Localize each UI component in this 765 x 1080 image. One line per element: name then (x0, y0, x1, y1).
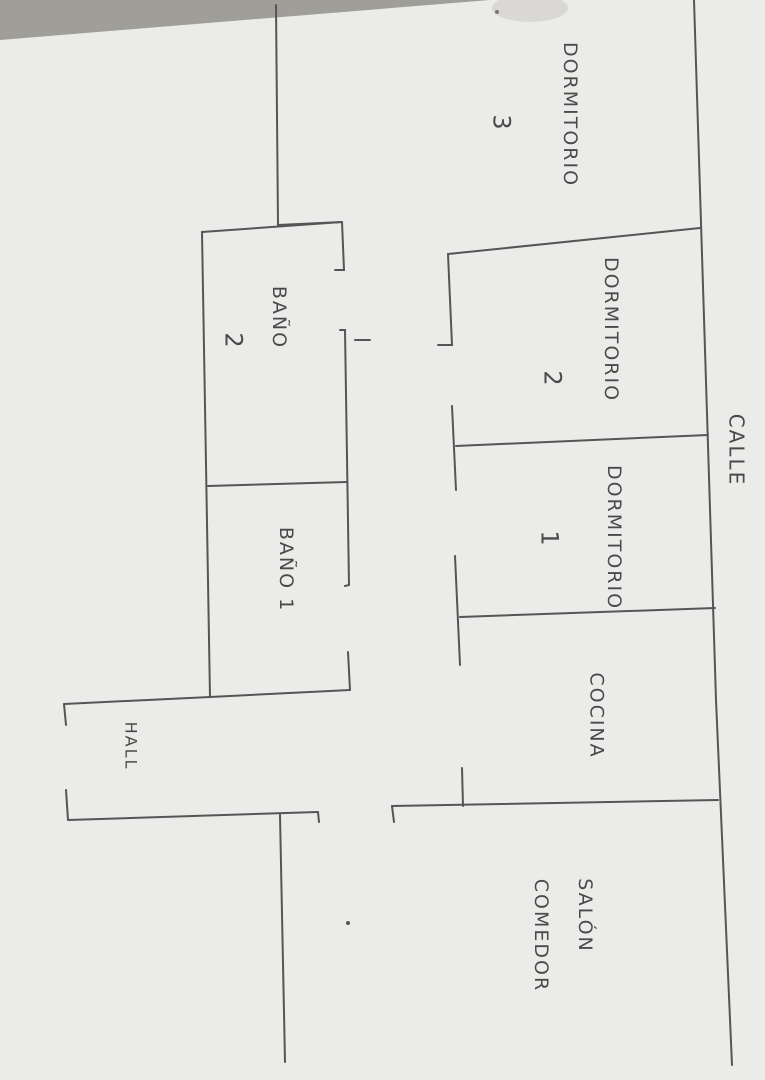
wall-bano1-right-top (347, 651, 351, 691)
room-bano-2-label: BAÑO (268, 285, 291, 350)
wall-cocina-bottom (391, 799, 719, 807)
wall-bano2-left (201, 231, 211, 698)
room-dormitorio-2-label: DORMITORIO (600, 256, 623, 403)
room-hall-label: HALL (121, 721, 141, 771)
street-label: CALLE (724, 413, 749, 487)
wall-bano2-top (201, 221, 343, 233)
wall-hall-bottom (67, 811, 319, 821)
wall-cocina-bottom-tick (391, 805, 395, 823)
pencil-dot (346, 921, 350, 925)
wall-hall-right (279, 814, 286, 1063)
door-hall-top (63, 703, 67, 726)
wall-dorm1-bottom (459, 607, 716, 618)
wall-bano1-bottom (209, 689, 351, 698)
room-comedor-label: COMEDOR (530, 878, 553, 993)
pencil-dot-small (495, 10, 499, 14)
door-bano2-a (334, 221, 346, 271)
room-dormitorio-1-number: 1 (535, 530, 564, 546)
wall-dorm2-bottom (455, 434, 709, 447)
room-dormitorio-3-number: 3 (487, 114, 516, 130)
room-bano-1-label: BAÑO 1 (275, 526, 298, 613)
wall-dorm2-left (437, 253, 454, 346)
paper-stain (492, 0, 568, 22)
door-hall-bottom (65, 789, 69, 821)
street-line (693, 0, 733, 1066)
door-bano2-b (339, 329, 351, 587)
wall-hall-tick (317, 811, 320, 823)
room-dormitorio-3-label: DORMITORIO (559, 41, 582, 188)
room-dormitorio-1-label: DORMITORIO (603, 464, 626, 611)
door-dorm2 (451, 405, 457, 491)
room-bano-2-number: 2 (219, 332, 248, 348)
wall-dorm2-top (447, 227, 701, 255)
wall-hall-top (63, 696, 211, 705)
room-salon-label: SALÓN (573, 878, 596, 953)
wall-dorm3-left (275, 4, 279, 226)
room-dormitorio-2-number: 2 (538, 370, 567, 386)
room-cocina-label: COCINA (585, 672, 608, 759)
wall-bano-divider (207, 481, 348, 487)
wall-cocina-left (461, 767, 464, 807)
wall-dorm1-top (454, 555, 461, 666)
